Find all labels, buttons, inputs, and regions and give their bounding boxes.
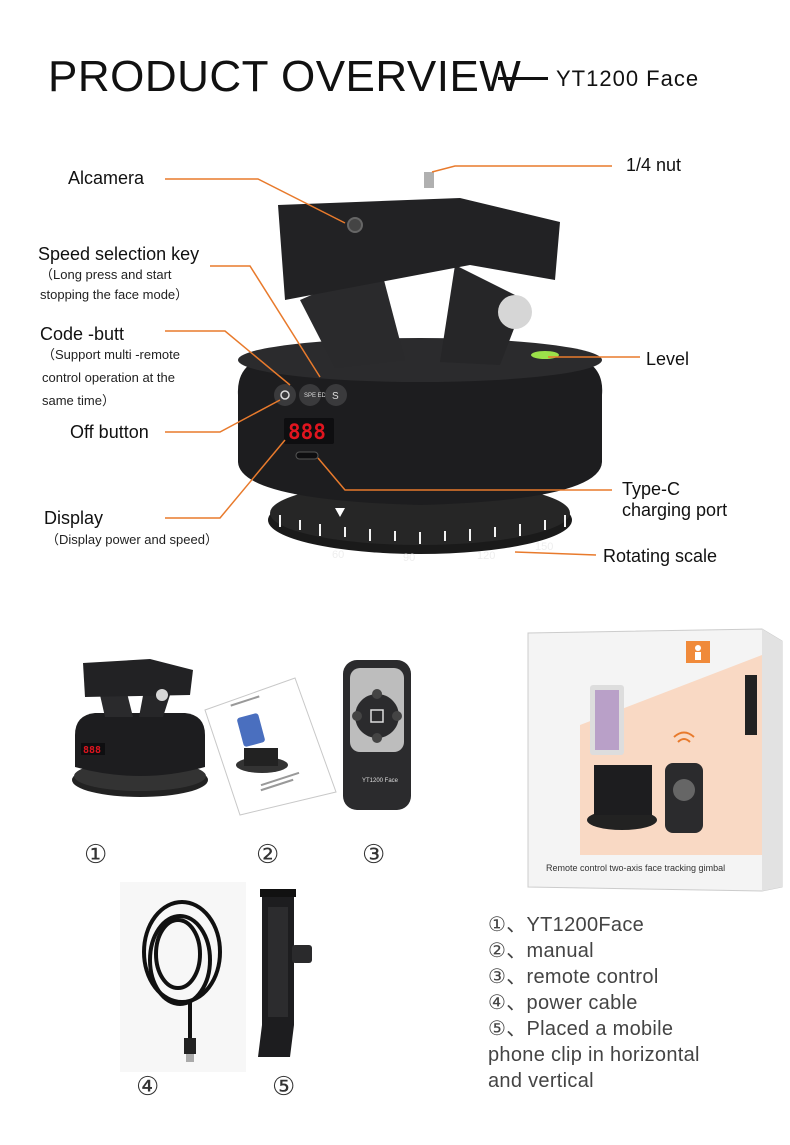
list-item: and vertical [488, 1070, 594, 1092]
model-name: YT1200 Face [556, 66, 700, 91]
cable-thumbnail [120, 882, 246, 1072]
speed-key-note: （Long press and start [40, 267, 172, 282]
off-button-label: Off button [70, 422, 149, 442]
speed-key-note: stopping the face mode） [40, 287, 189, 302]
item-number-2: ② [256, 840, 280, 870]
type-c-label: charging port [622, 500, 728, 520]
scale-pointer [335, 508, 345, 517]
scale-tick-label: 120 [477, 550, 495, 562]
item-list: ①、YT1200Face ②、manual ③、remote control ④… [488, 912, 700, 1094]
camera-plate [278, 198, 560, 300]
list-item: ①、YT1200Face [488, 914, 645, 936]
off-button [274, 384, 296, 406]
svg-text:888: 888 [83, 745, 101, 756]
svg-text:SPE ED: SPE ED [304, 393, 327, 399]
nut-label: 1/4 nut [626, 155, 682, 175]
item-number-4: ④ [136, 1072, 160, 1102]
gimbal-arm-right [440, 265, 525, 365]
main-product-illustration: 60 90 120 150 SPE ED S 888 [165, 165, 640, 564]
list-item: phone clip in horizontal [488, 1044, 700, 1066]
svg-text:S: S [332, 391, 339, 402]
item-number-3: ③ [362, 840, 386, 870]
level-bubble [531, 351, 559, 359]
led-display [284, 418, 334, 444]
list-item: ⑤、Placed a mobile [488, 1018, 674, 1040]
speed-key-label: Speed selection key [38, 244, 200, 264]
scale-ticks [279, 515, 566, 544]
list-item: ④、power cable [488, 992, 638, 1014]
page-title: PRODUCT OVERVIEW [48, 52, 522, 101]
remote-thumbnail: YT1200 Face [343, 660, 411, 810]
code-button-note: same time） [42, 393, 115, 408]
svg-text:888: 888 [288, 420, 326, 444]
ai-camera-lens [347, 217, 363, 233]
code-button-note: control operation at the [42, 370, 175, 385]
svg-text:YT1200 Face: YT1200 Face [362, 778, 399, 784]
speed-button [299, 384, 321, 406]
title-dash [498, 77, 548, 80]
type-c-port [295, 451, 319, 460]
code-button-label: Code -butt [40, 324, 125, 344]
tilt-knob [498, 295, 532, 329]
level-label: Level [646, 349, 690, 369]
gimbal-thumbnail: 888 [72, 659, 208, 797]
alcamera-label: Alcamera [68, 168, 145, 188]
manual-thumbnail [204, 677, 337, 816]
display-note: （Display power and speed） [46, 532, 218, 547]
list-item: ③、remote control [488, 966, 659, 988]
product-box: Remote control two-axis face tracking gi… [527, 628, 783, 892]
box-caption: Remote control two-axis face tracking gi… [546, 863, 725, 873]
item-number-1: ① [84, 840, 108, 870]
device-top [238, 338, 602, 382]
leader-lines [165, 165, 640, 556]
type-c-label: Type-C [622, 479, 681, 499]
item-number-5: ⑤ [272, 1072, 296, 1102]
scale-tick-label: 150 [535, 541, 553, 553]
scale-tick-label: 60 [332, 549, 344, 561]
scale-tick-label: 90 [403, 552, 415, 564]
list-item: ②、manual [488, 940, 594, 962]
rotating-scale-label: Rotating scale [603, 546, 718, 566]
quarter-inch-nut [424, 172, 434, 188]
display-label: Display [44, 508, 104, 528]
code-button-note: （Support multi -remote [42, 347, 180, 362]
phone-clip-thumbnail [258, 889, 312, 1057]
code-button [325, 384, 347, 406]
